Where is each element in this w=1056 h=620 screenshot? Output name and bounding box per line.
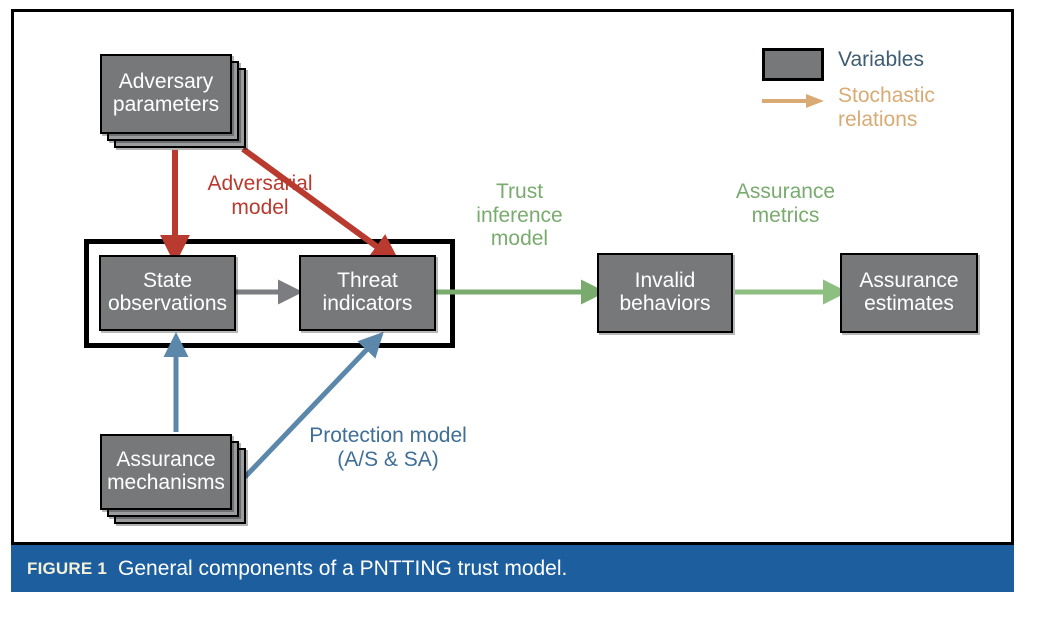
- node-state-observations[interactable]: State observations: [99, 255, 236, 331]
- right-arrow-icon: [762, 94, 824, 108]
- legend-row-stochastic: Stochastic relations: [762, 84, 992, 131]
- edge-label-assurance-metrics: Assurance metrics: [718, 180, 853, 227]
- node-adversary-parameters-line1: Adversary: [118, 70, 214, 94]
- node-adversary-parameters-line2: parameters: [112, 93, 220, 116]
- node-threat-indicators-line2: indicators: [322, 292, 413, 315]
- edge-label-protection-model-line2: (A/S & SA): [337, 447, 439, 471]
- node-assurance-estimates-line1: Assurance: [859, 269, 959, 293]
- node-invalid-behaviors-line2: behaviors: [619, 292, 711, 315]
- legend-stochastic-label-line2: relations: [838, 107, 918, 131]
- edge-label-assurance-metrics-line1: Assurance: [735, 180, 836, 203]
- filled-rectangle-icon: [762, 48, 824, 81]
- edge-label-trust-inference-model: Trust inference model: [452, 180, 587, 251]
- edge-label-adversarial-model: Adversarial model: [180, 172, 340, 219]
- node-invalid-behaviors[interactable]: Invalid behaviors: [597, 253, 733, 333]
- edge-label-protection-model: Protection model (A/S & SA): [288, 424, 488, 471]
- node-state-observations-line1: State: [142, 269, 193, 293]
- node-assurance-estimates[interactable]: Assurance estimates: [840, 253, 978, 333]
- figure-caption-tag: FIGURE 1: [27, 558, 108, 578]
- edge-label-trust-inference-model-line2: inference: [476, 203, 563, 227]
- node-assurance-mechanisms-line2: mechanisms: [107, 471, 225, 494]
- figure-caption-bar: FIGURE 1 General components of a PNTTING…: [11, 545, 1014, 592]
- node-state-observations-line2: observations: [107, 292, 228, 315]
- edge-label-adversarial-model-line1: Adversarial: [207, 172, 313, 195]
- legend-stochastic-label: Stochastic relations: [838, 84, 935, 131]
- edge-label-trust-inference-model-line3: model: [490, 227, 549, 251]
- legend-variables-label: Variables: [838, 48, 924, 71]
- edge-label-trust-inference-model-line1: Trust: [495, 180, 544, 203]
- legend: Variables Stochastic relations: [762, 48, 992, 134]
- node-assurance-mechanisms-line1: Assurance: [116, 448, 216, 472]
- figure-caption-text: General components of a PNTTING trust mo…: [118, 556, 568, 580]
- legend-stochastic-label-line1: Stochastic: [838, 84, 935, 107]
- legend-row-variables: Variables: [762, 48, 992, 81]
- edge-label-protection-model-line1: Protection model: [309, 424, 467, 447]
- node-assurance-estimates-line2: estimates: [864, 292, 954, 315]
- node-adversary-parameters[interactable]: Adversary parameters: [100, 54, 232, 134]
- node-assurance-mechanisms[interactable]: Assurance mechanisms: [100, 434, 232, 510]
- node-invalid-behaviors-line1: Invalid: [634, 269, 696, 293]
- edge-label-assurance-metrics-line2: metrics: [751, 203, 820, 227]
- node-threat-indicators[interactable]: Threat indicators: [299, 255, 436, 331]
- edge-label-adversarial-model-line2: model: [231, 195, 289, 219]
- node-threat-indicators-line1: Threat: [337, 269, 398, 293]
